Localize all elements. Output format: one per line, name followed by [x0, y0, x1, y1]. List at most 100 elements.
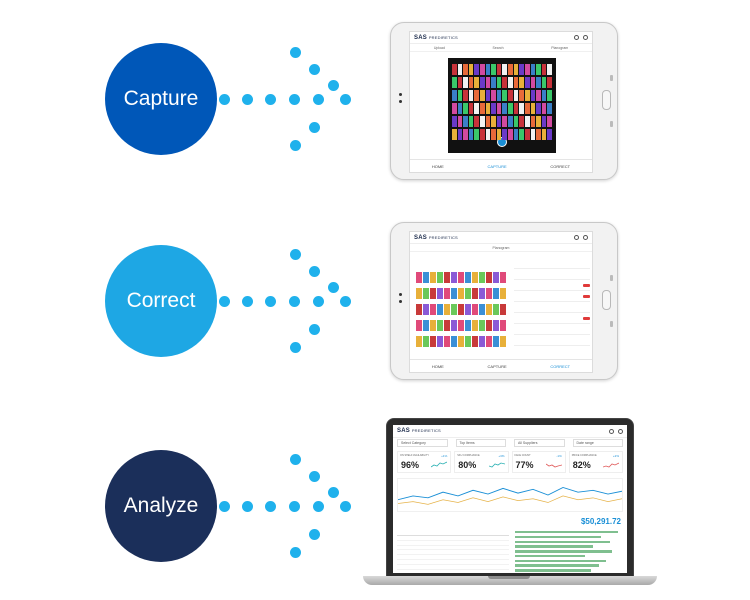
nav-home[interactable]: HOME [431, 163, 444, 169]
dashboard-screen: SAS PREDIRETICS Select Category Top Item… [393, 425, 627, 573]
tab-upload[interactable]: Upload [433, 45, 445, 50]
error-flag [583, 316, 590, 320]
product [468, 103, 474, 114]
filter-suppliers[interactable]: All Suppliers [514, 439, 565, 447]
arrow-dot [241, 295, 253, 307]
product [547, 103, 552, 114]
bar [515, 535, 602, 539]
planogram-product [493, 304, 499, 315]
camera-shutter-button[interactable] [497, 137, 507, 147]
product [508, 77, 513, 88]
planogram-product [493, 320, 499, 331]
bar [515, 569, 591, 572]
arrow-dot [312, 500, 324, 512]
table-row[interactable] [397, 541, 509, 546]
shelf-row [452, 77, 552, 88]
planogram-product [486, 272, 492, 283]
product [485, 116, 491, 127]
tab-planogram[interactable]: Planogram [492, 245, 510, 250]
product [463, 90, 468, 101]
tablet-camera [399, 293, 402, 296]
product [536, 77, 541, 88]
correction-row[interactable] [514, 280, 590, 291]
planogram-product [486, 336, 492, 347]
planogram-product [444, 272, 450, 283]
planogram-product [416, 320, 422, 331]
search-icon[interactable] [574, 35, 579, 40]
tab-search[interactable]: Search [492, 45, 504, 50]
product [496, 103, 502, 114]
kpi-card[interactable]: PRICE COMPLIANCE +2% 82% [568, 451, 623, 473]
arrow-dot [218, 93, 230, 105]
kpi-label: FACE COUNT [514, 454, 531, 457]
product [502, 116, 508, 127]
product [508, 103, 513, 114]
product [530, 64, 536, 75]
product [474, 103, 480, 114]
nav-correct[interactable]: CORRECT [550, 363, 571, 369]
product [452, 129, 457, 140]
nav-correct[interactable]: CORRECT [550, 163, 571, 169]
planogram-product [444, 320, 450, 331]
planogram-product [423, 288, 429, 299]
filter-date[interactable]: Date range [572, 439, 623, 447]
tablet-side-button [610, 75, 613, 81]
capture-step-circle: Capture [105, 43, 217, 155]
sparkline [603, 462, 619, 468]
filter-category[interactable]: Select Category [397, 439, 448, 447]
trend-lines [397, 486, 623, 505]
arrow-dot [308, 528, 320, 540]
product [530, 129, 536, 140]
table-row[interactable] [397, 536, 509, 541]
planogram-product [437, 288, 443, 299]
search-icon[interactable] [574, 235, 579, 240]
product [508, 129, 513, 140]
correction-row[interactable] [514, 291, 590, 302]
tablet-sensor [399, 300, 402, 303]
user-icon[interactable] [583, 235, 588, 240]
product [463, 103, 468, 114]
shelf-row [452, 129, 552, 140]
product [491, 116, 496, 127]
table-row[interactable] [397, 546, 509, 551]
kpi-value: 77% [515, 460, 534, 470]
correction-row[interactable] [514, 313, 590, 324]
planogram-product [458, 304, 464, 315]
product [480, 103, 485, 114]
product [519, 129, 524, 140]
notification-icon[interactable] [609, 428, 614, 434]
correction-row[interactable] [514, 335, 590, 346]
planogram-product [437, 336, 443, 347]
planogram-product [500, 272, 506, 283]
correction-row[interactable] [514, 302, 590, 313]
table-row[interactable] [397, 555, 509, 560]
product [452, 77, 457, 88]
tab-planogram[interactable]: Planogram [551, 45, 569, 50]
table-row[interactable] [397, 560, 509, 565]
bottom-nav: HOME CAPTURE CORRECT [410, 359, 592, 372]
kpi-card[interactable]: FACE COUNT -1% 77% [511, 451, 566, 473]
kpi-card[interactable]: SKU COMPLIANCE +3% 80% [454, 451, 509, 473]
product [463, 77, 468, 88]
planogram-product [430, 288, 436, 299]
table-row[interactable] [397, 550, 509, 556]
filter-items[interactable]: Top Items [455, 439, 506, 447]
nav-home[interactable]: HOME [431, 363, 444, 369]
product [524, 116, 530, 127]
user-icon[interactable] [618, 428, 623, 434]
user-icon[interactable] [583, 35, 588, 40]
correction-row[interactable] [514, 258, 590, 269]
kpi-card[interactable]: ON SHELF AVAILABILITY +1% 96% [397, 451, 452, 473]
dashboard-header: SAS PREDIRETICS [393, 425, 627, 438]
nav-capture[interactable]: CAPTURE [487, 163, 507, 169]
planogram-product [472, 288, 478, 299]
nav-capture[interactable]: CAPTURE [487, 363, 507, 369]
correction-row[interactable] [514, 269, 590, 280]
product [541, 116, 547, 127]
kpi-trend: -1% [556, 454, 562, 458]
correction-row[interactable] [514, 324, 590, 335]
table-row[interactable] [397, 565, 509, 570]
kpi-trend: +1% [441, 454, 448, 458]
table-row[interactable] [397, 570, 509, 573]
